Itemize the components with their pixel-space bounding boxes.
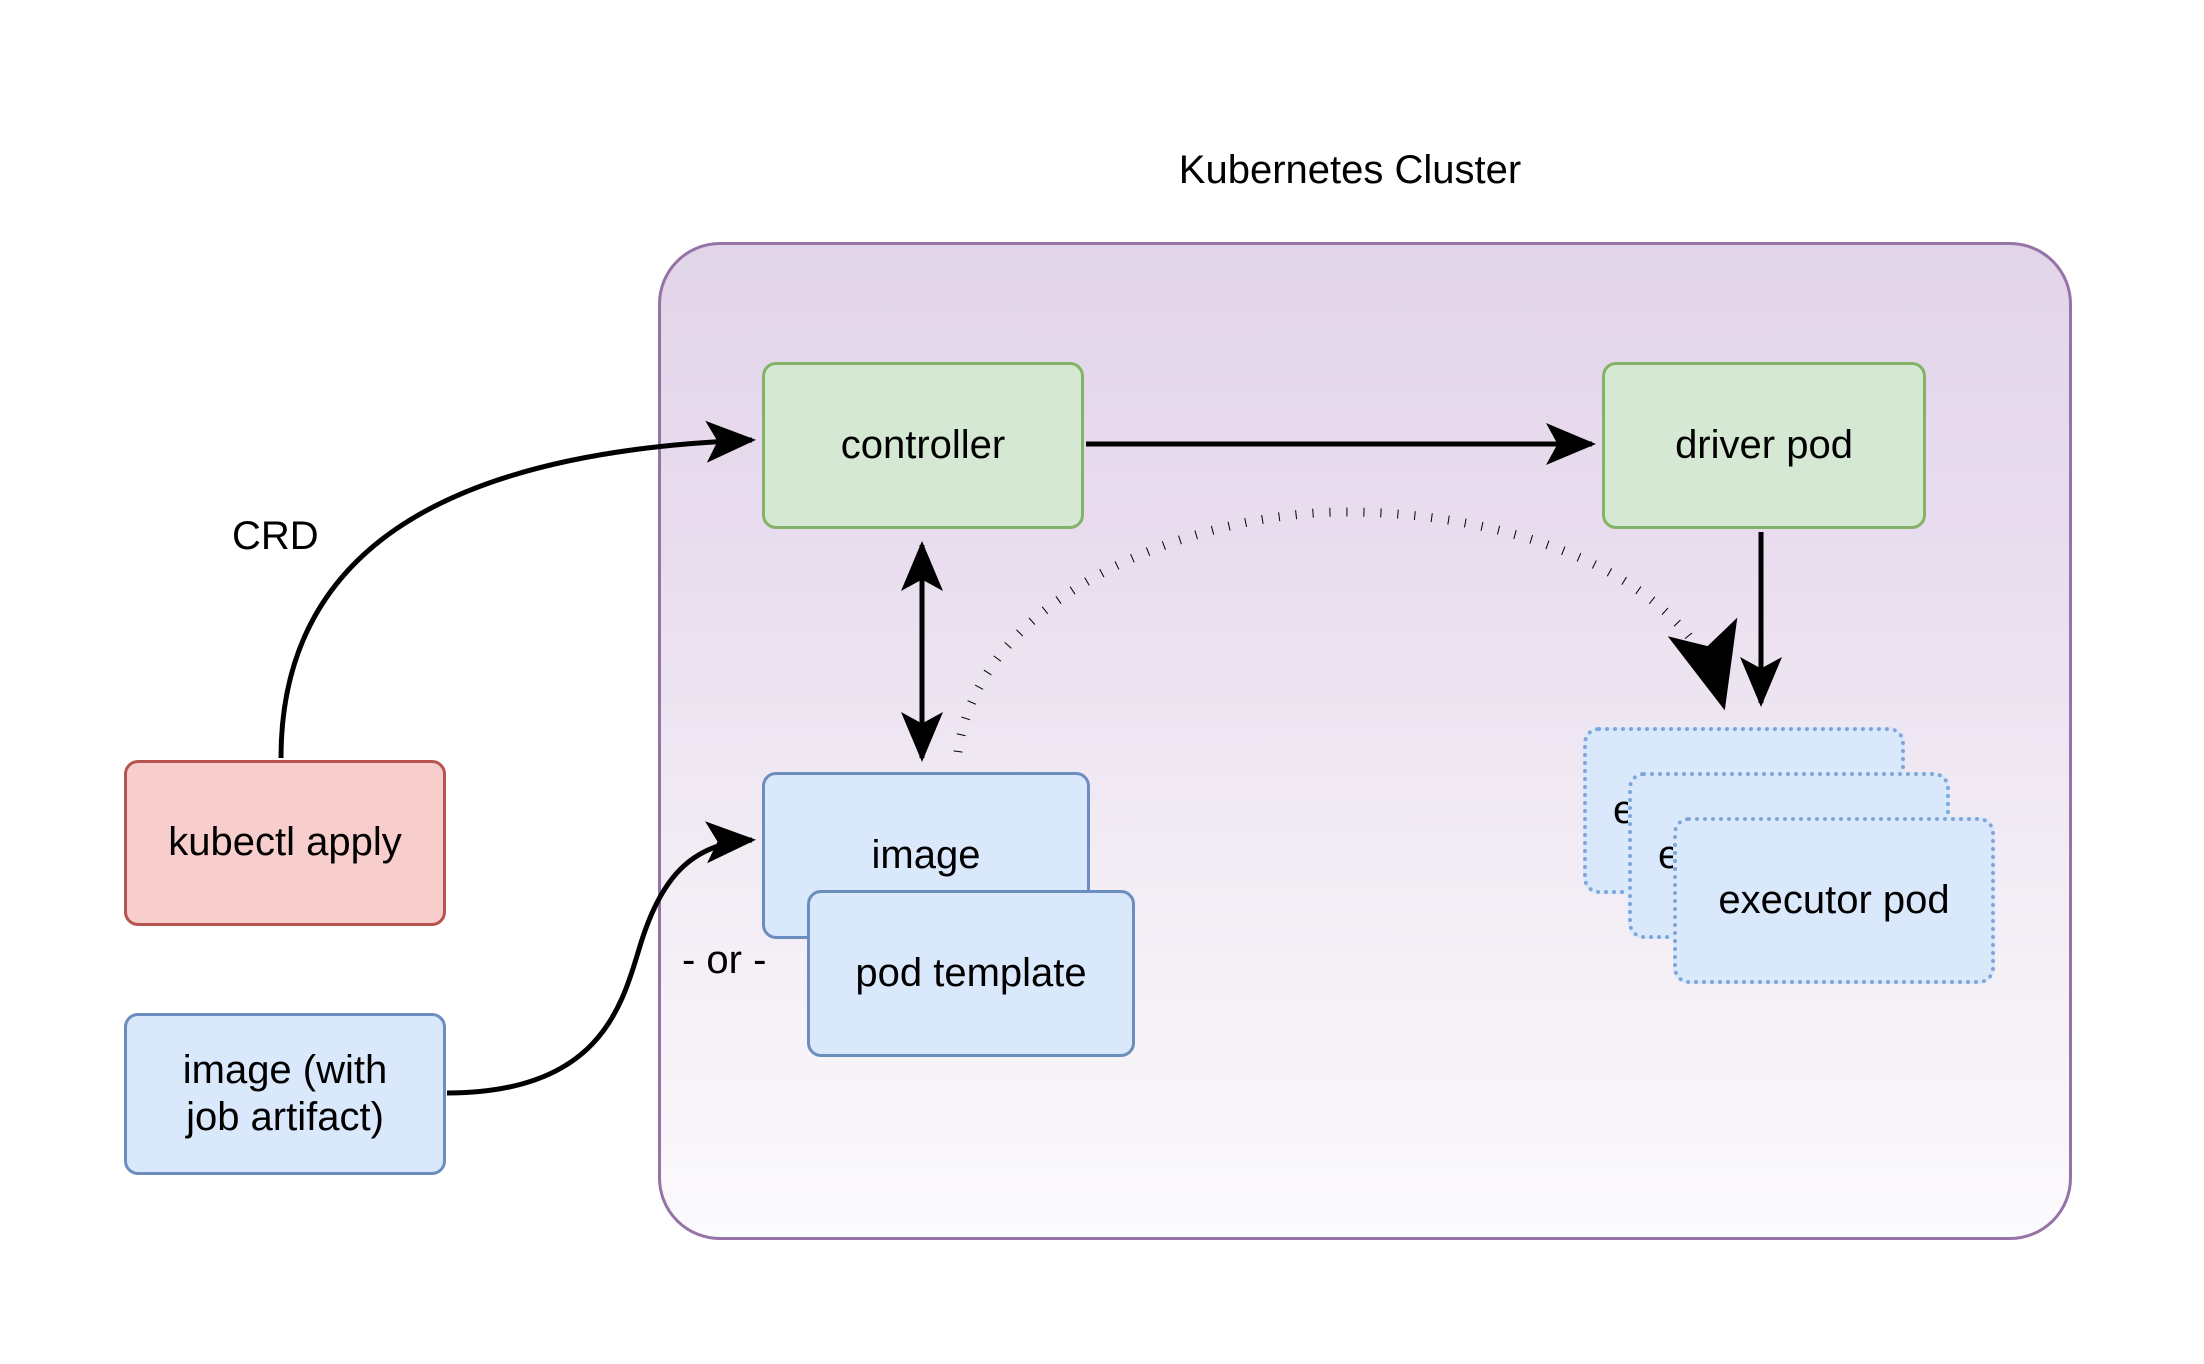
node-driver-pod[interactable]: driver pod [1602,362,1926,529]
node-pod-template-label: pod template [855,950,1087,995]
node-controller-label: controller [840,422,1006,467]
edge-label-or: - or - [682,938,767,982]
node-controller[interactable]: controller [762,362,1084,529]
node-image-with-job-artifact-label: image (with job artifact) [183,1047,388,1141]
node-pod-template[interactable]: pod template [807,890,1135,1057]
node-image-with-job-artifact-line2: job artifact) [186,1095,384,1139]
node-driver-pod-label: driver pod [1675,422,1853,467]
node-image-with-job-artifact[interactable]: image (with job artifact) [124,1013,446,1175]
node-image-label: image [871,832,981,877]
node-image-with-job-artifact-line1: image (with [182,1047,388,1092]
node-executor-pod-1-label: executor pod [1718,877,1950,922]
node-kubectl-apply-label: kubectl apply [168,820,402,865]
node-executor-pod-1[interactable]: executor pod [1673,817,1995,984]
edge-label-crd: CRD [232,514,319,558]
node-kubectl-apply[interactable]: kubectl apply [124,760,446,926]
cluster-title: Kubernetes Cluster [1178,148,1522,192]
